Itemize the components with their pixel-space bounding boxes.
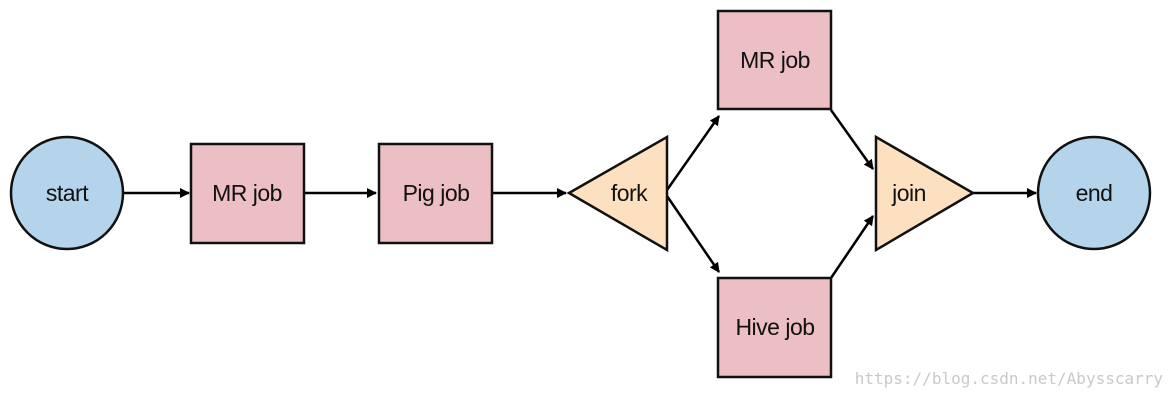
edge-mr-job-to-join <box>829 109 875 170</box>
edge-fork-to-hive-job <box>665 195 721 273</box>
join-label: join <box>891 180 926 206</box>
fork-label: fork <box>611 180 648 206</box>
edge-hive-job-to-join <box>829 215 875 279</box>
edges <box>123 109 1037 279</box>
pig-job-label: Pig job <box>403 180 470 206</box>
node-mr-job-1: MR job <box>189 142 306 245</box>
pig-job-box <box>377 142 494 245</box>
mr-job-1-label: MR job <box>212 180 282 206</box>
node-mr-job-2: MR job <box>716 9 833 111</box>
mr-job-2-label: MR job <box>740 47 810 73</box>
hive-job-box <box>716 276 833 379</box>
end-label: end <box>1076 180 1113 206</box>
node-fork: fork <box>566 134 669 253</box>
edge-fork-to-mr-job <box>665 115 721 191</box>
node-pig-job: Pig job <box>377 142 494 245</box>
start-label: start <box>46 180 89 206</box>
node-hive-job: Hive job <box>716 276 833 379</box>
node-start: start <box>9 135 125 251</box>
end-circle <box>1036 135 1152 251</box>
node-end: end <box>1036 135 1152 251</box>
join-triangle <box>874 134 976 253</box>
fork-triangle <box>566 134 669 253</box>
node-join: join <box>874 134 976 253</box>
hive-job-label: Hive job <box>735 314 814 340</box>
start-circle <box>9 135 125 251</box>
mr-job-1-box <box>189 142 306 245</box>
mr-job-2-box <box>716 9 833 111</box>
watermark-text: https://blog.csdn.net/Abysscarry <box>855 369 1164 388</box>
